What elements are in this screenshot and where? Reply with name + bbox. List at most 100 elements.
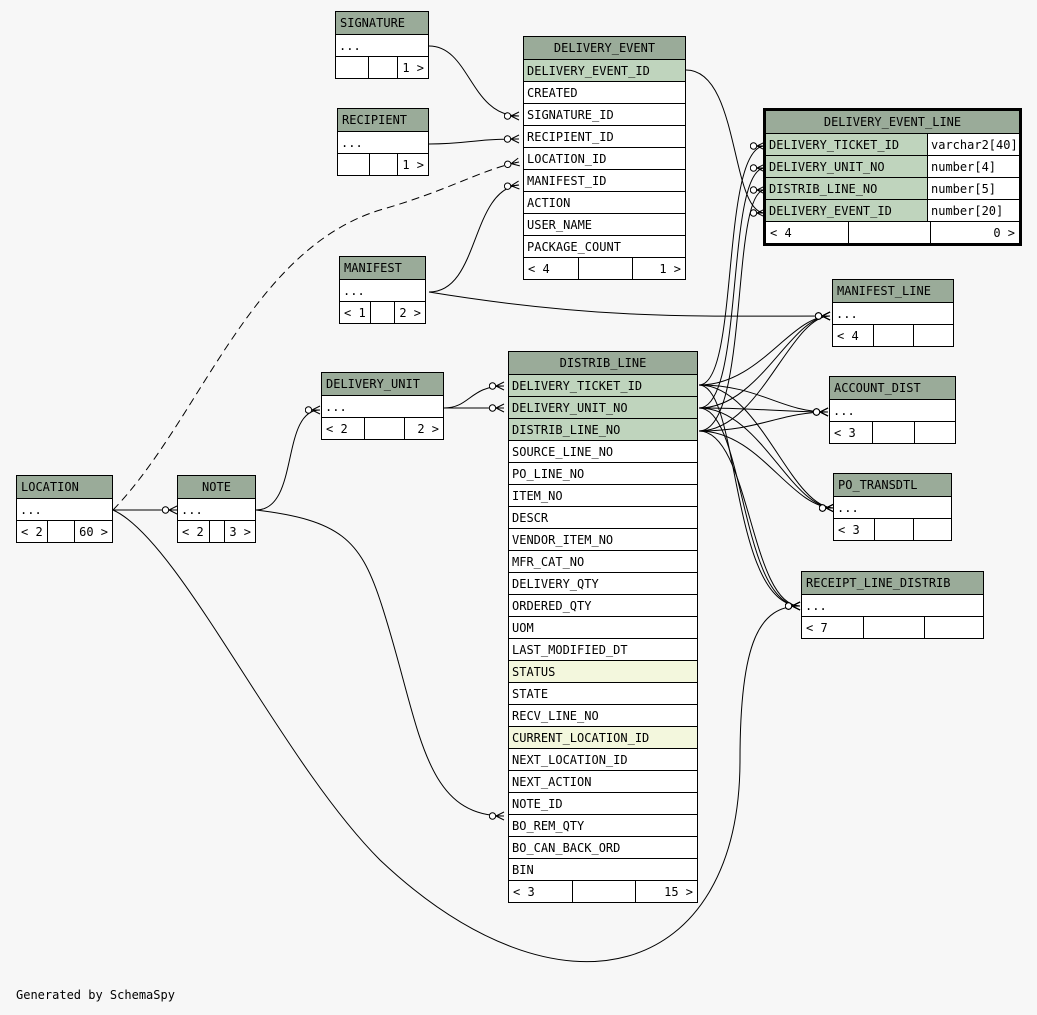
parent-count: < 2 bbox=[182, 524, 204, 539]
row-count bbox=[369, 302, 395, 323]
column-name: CURRENT_LOCATION_ID bbox=[512, 730, 650, 745]
row-count bbox=[572, 881, 635, 902]
column-name: ... bbox=[339, 38, 361, 53]
child-count bbox=[914, 422, 955, 443]
column-name: MFR_CAT_NO bbox=[512, 554, 585, 569]
parent-count: < 2 bbox=[326, 421, 348, 436]
column-name: DESCR bbox=[512, 510, 549, 525]
column-type: varchar2[40] bbox=[927, 134, 1019, 155]
table-row: STATUS bbox=[509, 660, 697, 682]
table-row: BO_REM_QTY bbox=[509, 814, 697, 836]
table-header[interactable]: SIGNATURE bbox=[336, 12, 428, 34]
row-count bbox=[208, 521, 225, 542]
table-header[interactable]: DISTRIB_LINE bbox=[509, 352, 697, 374]
column-name: ITEM_NO bbox=[512, 488, 563, 503]
column-name: ... bbox=[833, 403, 855, 418]
table-row: ... bbox=[17, 498, 112, 520]
table-header[interactable]: MANIFEST bbox=[340, 257, 425, 279]
column-name: ... bbox=[343, 283, 365, 298]
column-name: NEXT_ACTION bbox=[512, 774, 592, 789]
table-distrib-line[interactable]: DISTRIB_LINE DELIVERY_TICKET_ID DELIVERY… bbox=[508, 351, 698, 903]
column-type: number[4] bbox=[927, 156, 1019, 177]
table-signature[interactable]: SIGNATURE ... 1 > bbox=[335, 11, 429, 79]
parent-count: < 7 bbox=[806, 620, 828, 635]
table-footer: < 2 2 > bbox=[322, 417, 443, 439]
table-delivery-event[interactable]: DELIVERY_EVENT DELIVERY_EVENT_ID CREATED… bbox=[523, 36, 686, 280]
column-name: PO_LINE_NO bbox=[512, 466, 585, 481]
table-location[interactable]: LOCATION ... < 2 60 > bbox=[16, 475, 113, 543]
table-header[interactable]: RECIPIENT bbox=[338, 109, 428, 131]
table-footer: < 3 bbox=[830, 421, 955, 443]
column-name: NOTE_ID bbox=[512, 796, 563, 811]
table-header[interactable]: PO_TRANSDTL bbox=[834, 474, 951, 496]
table-manifest-line[interactable]: MANIFEST_LINE ... < 4 bbox=[832, 279, 954, 347]
table-header[interactable]: LOCATION bbox=[17, 476, 112, 498]
column-name: DELIVERY_TICKET_ID bbox=[512, 378, 643, 393]
table-header[interactable]: MANIFEST_LINE bbox=[833, 280, 953, 302]
row-count bbox=[364, 418, 404, 439]
column-name: SOURCE_LINE_NO bbox=[512, 444, 614, 459]
table-row: DELIVERY_EVENT_ID number[20] bbox=[766, 199, 1019, 221]
table-header[interactable]: DELIVERY_EVENT bbox=[524, 37, 685, 59]
table-footer: < 3 15 > bbox=[509, 880, 697, 902]
table-footer: 1 > bbox=[338, 153, 428, 175]
column-name: BO_CAN_BACK_ORD bbox=[512, 840, 621, 855]
column-name: RECV_LINE_NO bbox=[512, 708, 599, 723]
table-row: DELIVERY_TICKET_ID varchar2[40] bbox=[766, 133, 1019, 155]
column-name: BIN bbox=[512, 862, 534, 877]
table-row: BO_CAN_BACK_ORD bbox=[509, 836, 697, 858]
table-row: STATE bbox=[509, 682, 697, 704]
column-name: DELIVERY_EVENT_ID bbox=[766, 200, 927, 221]
table-delivery-event-line[interactable]: DELIVERY_EVENT_LINE DELIVERY_TICKET_ID v… bbox=[763, 108, 1022, 246]
column-name: VENDOR_ITEM_NO bbox=[512, 532, 614, 547]
column-name: DELIVERY_TICKET_ID bbox=[766, 134, 927, 155]
parent-count: < 3 bbox=[838, 522, 860, 537]
child-count: 1 > bbox=[397, 154, 428, 175]
child-count: 1 > bbox=[397, 57, 428, 78]
row-count bbox=[863, 617, 924, 638]
column-name: DELIVERY_UNIT_NO bbox=[766, 156, 927, 177]
table-recipient[interactable]: RECIPIENT ... 1 > bbox=[337, 108, 429, 176]
child-count: 3 > bbox=[224, 521, 255, 542]
table-header[interactable]: DELIVERY_EVENT_LINE bbox=[766, 111, 1019, 133]
table-footer: < 4 bbox=[833, 324, 953, 346]
table-row: ACTION bbox=[524, 191, 685, 213]
column-name: DELIVERY_QTY bbox=[512, 576, 599, 591]
table-header[interactable]: ACCOUNT_DIST bbox=[830, 377, 955, 399]
child-count: 2 > bbox=[394, 302, 425, 323]
table-po-transdtl[interactable]: PO_TRANSDTL ... < 3 bbox=[833, 473, 952, 541]
table-row: SIGNATURE_ID bbox=[524, 103, 685, 125]
parent-count: < 4 bbox=[837, 328, 859, 343]
column-name: ... bbox=[181, 502, 203, 517]
table-row: MFR_CAT_NO bbox=[509, 550, 697, 572]
child-count bbox=[913, 325, 953, 346]
table-header[interactable]: RECEIPT_LINE_DISTRIB bbox=[802, 572, 983, 594]
table-note[interactable]: NOTE ... < 2 3 > bbox=[177, 475, 256, 543]
table-manifest[interactable]: MANIFEST ... < 1 2 > bbox=[339, 256, 426, 324]
row-count bbox=[368, 154, 398, 175]
table-delivery-unit[interactable]: DELIVERY_UNIT ... < 2 2 > bbox=[321, 372, 444, 440]
table-row: UOM bbox=[509, 616, 697, 638]
parent-count: < 1 bbox=[344, 305, 366, 320]
table-header[interactable]: DELIVERY_UNIT bbox=[322, 373, 443, 395]
table-row: PO_LINE_NO bbox=[509, 462, 697, 484]
column-name: STATUS bbox=[512, 664, 556, 679]
table-row: DELIVERY_EVENT_ID bbox=[524, 59, 685, 81]
table-row: DISTRIB_LINE_NO bbox=[509, 418, 697, 440]
table-receipt-line-distrib[interactable]: RECEIPT_LINE_DISTRIB ... < 7 bbox=[801, 571, 984, 639]
column-name: DELIVERY_EVENT_ID bbox=[527, 63, 650, 78]
table-row: DISTRIB_LINE_NO number[5] bbox=[766, 177, 1019, 199]
table-footer: < 2 3 > bbox=[178, 520, 255, 542]
table-account-dist[interactable]: ACCOUNT_DIST ... < 3 bbox=[829, 376, 956, 444]
table-header[interactable]: NOTE bbox=[178, 476, 255, 498]
column-type: number[5] bbox=[927, 178, 1019, 199]
column-name: CREATED bbox=[527, 85, 578, 100]
child-count: 1 > bbox=[632, 258, 685, 279]
column-name: ... bbox=[837, 500, 859, 515]
table-row: ... bbox=[340, 279, 425, 301]
table-row: SOURCE_LINE_NO bbox=[509, 440, 697, 462]
table-row: ... bbox=[178, 498, 255, 520]
parent-count bbox=[336, 57, 368, 78]
table-row: ... bbox=[802, 594, 983, 616]
